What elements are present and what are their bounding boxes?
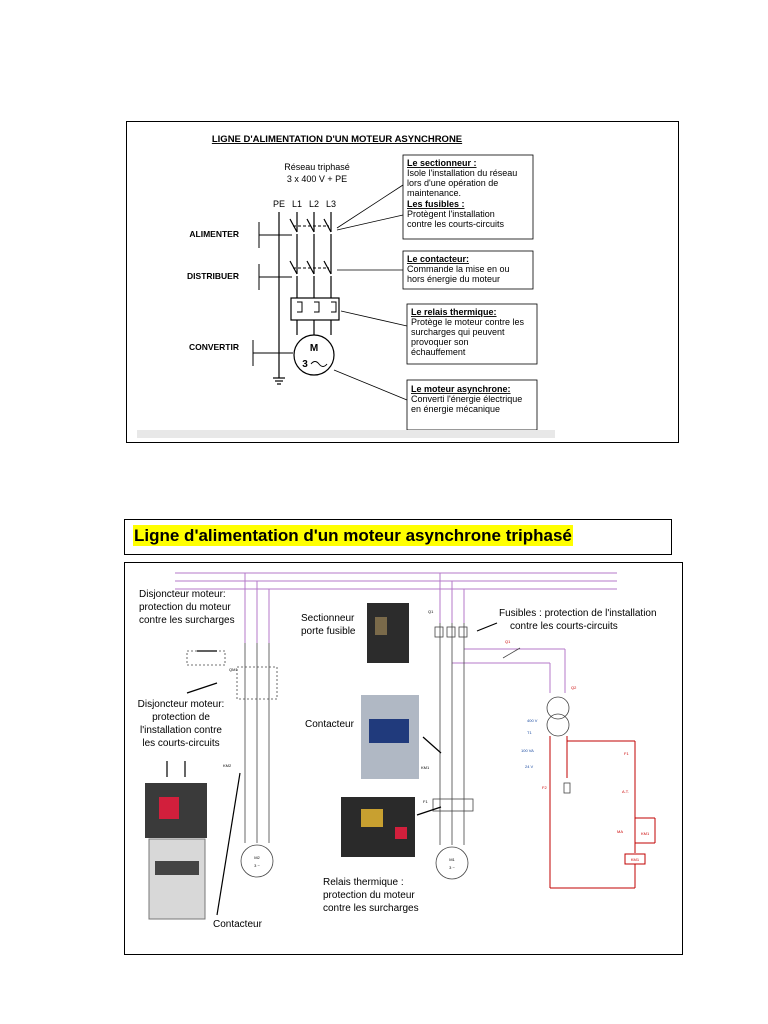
callout-relais-line: échauffement <box>411 347 466 357</box>
tag-km1-coil: KM1 <box>631 857 640 862</box>
control-circuit <box>549 736 656 889</box>
thermal-relay-photo <box>341 797 415 857</box>
relais-line: contre les surcharges <box>323 903 419 914</box>
callout-moteur-line: Converti l'énergie électrique <box>411 394 522 404</box>
busbars <box>175 572 617 693</box>
disj-moteur-1-line: Disjoncteur moteur: <box>139 589 226 600</box>
callout-relais-line: Protège le moteur contre les <box>411 317 525 327</box>
fuse-holder-photo <box>367 603 409 663</box>
callout-relais-head: Le relais thermique: <box>411 307 497 317</box>
callout-contacteur-head: Le contacteur: <box>407 254 469 264</box>
function-alimenter: ALIMENTER <box>189 229 239 239</box>
figure1-title: LIGNE D'ALIMENTATION D'UN MOTEUR ASYNCHR… <box>212 134 462 145</box>
motor-supply-diagram-figure: LIGNE D'ALIMENTATION D'UN MOTEUR ASYNCHR… <box>126 121 679 443</box>
switch-linkages <box>293 225 329 269</box>
conductor-pe: PE <box>273 199 285 209</box>
contacteur-bottom-label: Contacteur <box>213 919 263 930</box>
function-convertir: CONVERTIR <box>189 342 239 352</box>
tag-400v: 400 V <box>527 718 538 723</box>
relais-line: protection du moteur <box>323 890 415 901</box>
callout-sectionneur-head: Le sectionneur : <box>407 158 477 168</box>
left-branch-wires <box>186 643 278 878</box>
callout-fusibles-head: Les fusibles : <box>407 199 465 209</box>
function-distribuer: DISTRIBUER <box>187 271 239 281</box>
disj-moteur-2-line: l'installation contre <box>140 725 222 736</box>
disj-moteur-2-line: les courts-circuits <box>142 738 219 749</box>
thermal-relay-symbol <box>297 301 337 313</box>
tag-f2: F2 <box>542 785 547 790</box>
relais-line: Relais thermique : <box>323 877 404 888</box>
callout-sectionneur-line: Isole l'installation du réseau <box>407 168 517 178</box>
fusibles-line: Fusibles : protection de l'installation <box>499 608 657 619</box>
contactor-photo <box>361 695 419 779</box>
callout-sectionneur-line: lors d'une opération de <box>407 178 498 188</box>
tag-100va: 100 VA <box>521 748 534 753</box>
tag-qm1: QM1 <box>229 667 238 672</box>
tag-q1: Q1 <box>428 609 434 614</box>
image-bottom-strip <box>137 430 555 438</box>
callout-moteur-head: Le moteur asynchrone: <box>411 384 511 394</box>
motor-letter: M <box>310 343 318 354</box>
callout-relais-line: provoquer son <box>411 337 469 347</box>
network-line2: 3 x 400 V + PE <box>287 174 347 184</box>
tag-m1: M1 <box>449 857 455 862</box>
network-line1: Réseau triphasé <box>284 162 350 172</box>
tag-km1-ctrl: KM1 <box>641 831 650 836</box>
function-brackets <box>252 222 293 366</box>
installation-schematic: QM1 KM2 M2 3 ~ Q1 Q1 Q2 KM1 F1 M1 3 ~ <box>138 572 657 930</box>
conductor-l1: L1 <box>292 199 302 209</box>
installation-schematic-figure: QM1 KM2 M2 3 ~ Q1 Q1 Q2 KM1 F1 M1 3 ~ <box>124 562 683 955</box>
breaker-photo <box>145 783 207 920</box>
tag-f1-ctrl: F1 <box>624 751 629 756</box>
pointer-arrows <box>166 622 498 916</box>
fusibles-line: contre les courts-circuits <box>510 621 618 632</box>
disj-moteur-1-line: contre les surcharges <box>139 615 235 626</box>
sectionneur-line: porte fusible <box>301 626 356 637</box>
disj-moteur-1-line: protection du moteur <box>139 602 231 613</box>
tag-m2: M2 <box>254 855 260 860</box>
tag-at: A.T. <box>622 789 629 794</box>
callout-relais-line: surcharges qui peuvent <box>411 327 505 337</box>
motor-phase: 3 <box>302 359 308 370</box>
tag-t1: T1 <box>527 730 532 735</box>
tag-24v: 24 V <box>525 764 534 769</box>
conductor-l2: L2 <box>309 199 319 209</box>
callout-sectionneur-line: maintenance. <box>407 188 461 198</box>
tag-km1: KM1 <box>421 765 430 770</box>
disj-moteur-2-line: Disjoncteur moteur: <box>138 699 225 710</box>
transformer <box>546 696 571 794</box>
ac-symbol-icon <box>310 361 328 367</box>
callout-pointers <box>333 184 408 401</box>
conductor-l3: L3 <box>326 199 336 209</box>
tag-m2-sub: 3 ~ <box>254 863 260 868</box>
supply-line-schematic: LIGNE D'ALIMENTATION D'UN MOTEUR ASYNCHR… <box>187 134 538 431</box>
callout-fusibles-line: contre les courts-circuits <box>407 219 505 229</box>
contacteur-mid-label: Contacteur <box>305 719 355 730</box>
tag-ma: MA <box>617 829 623 834</box>
tag-f1: F1 <box>423 799 428 804</box>
callout-boxes <box>402 154 538 431</box>
callout-contacteur-line: Commande la mise en ou <box>407 264 510 274</box>
callout-contacteur-line: hors énergie du moteur <box>407 274 500 284</box>
section-title: Ligne d'alimentation d'un moteur asynchr… <box>133 525 573 546</box>
callout-moteur-line: en énergie mécanique <box>411 404 500 414</box>
sectionneur-line: Sectionneur <box>301 613 355 624</box>
tag-m1-sub: 3 ~ <box>449 865 455 870</box>
disj-moteur-2-line: protection de <box>152 712 210 723</box>
section-title-box: Ligne d'alimentation d'un moteur asynchr… <box>124 519 672 555</box>
tag-km2: KM2 <box>223 763 232 768</box>
callout-fusibles-line: Protègent l'installation <box>407 209 495 219</box>
tag-q1b: Q1 <box>505 639 511 644</box>
right-branch-wires <box>432 623 521 880</box>
tag-q2: Q2 <box>571 685 577 690</box>
